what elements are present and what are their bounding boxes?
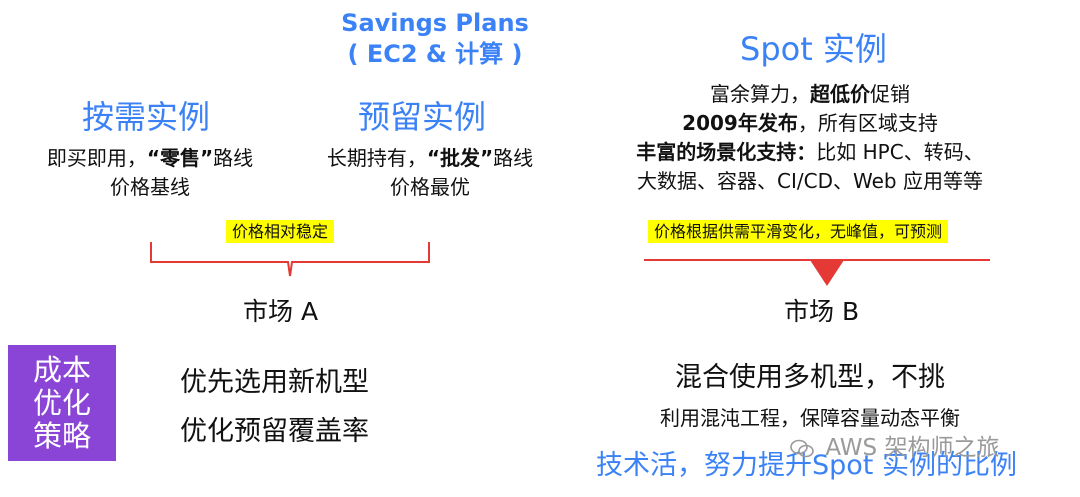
on-demand-line1-suffix: 路线 [213,146,254,170]
reserved-desc: 长期持有，“批发”路线 价格最优 [300,144,560,202]
on-demand-line2: 价格基线 [110,175,190,199]
reserved-line1-suffix: 路线 [493,146,534,170]
savings-plans-title: Savings Plans ( EC2 & 计算 ) [330,8,540,70]
strategy-a-2: 优化预留覆盖率 [180,416,369,447]
on-demand-title: 按需实例 [82,98,211,136]
spot-title: Spot 实例 [740,30,887,68]
on-demand-line1-prefix: 即买即用， [46,146,147,170]
spot-line3: 丰富的场景化支持：比如 HPC、转码、 [595,138,1025,167]
strategy-b-main: 混合使用多机型，不挑 [675,362,945,393]
savings-plans-subtitle: ( EC2 & 计算 ) [347,40,523,68]
spot-line3-suffix: 比如 HPC、转码、 [816,140,984,164]
bracket-path [150,242,430,277]
reserved-title: 预留实例 [358,98,487,136]
spot-line1-prefix: 富余算力， [710,82,810,106]
spot-line2-bold: 2009年发布 [682,111,798,135]
cost-optimization-box: 成本优化策略 [8,345,116,461]
cost-optimization-label: 成本优化策略 [32,352,91,453]
spot-line1: 富余算力，超低价促销 [595,80,1025,109]
strategy-b-sub: 利用混沌工程，保障容量动态平衡 [660,406,960,430]
price-stable-text: 价格相对稳定 [226,220,335,243]
reserved-line1-prefix: 长期持有， [326,146,427,170]
spot-price-text: 价格根据供需平滑变化，无峰值，可预测 [648,220,949,243]
wechat-icon [790,439,814,457]
market-b-label: 市场 B [784,297,860,326]
spot-line3-bold: 丰富的场景化支持： [636,140,817,164]
on-demand-line1-bold: “零售” [146,146,214,170]
strategy-b-blue: 技术活，努力提升Spot 实例的比例 [596,450,1017,481]
savings-plans-name: Savings Plans [341,9,529,37]
reserved-line1-bold: “批发” [426,146,494,170]
reserved-line1: 长期持有，“批发”路线 [300,144,560,173]
market-a-label: 市场 A [243,297,319,326]
spot-line4: 大数据、容器、CI/CD、Web 应用等等 [637,169,983,193]
spot-line1-bold: 超低价 [810,82,870,106]
reserved-line2: 价格最优 [390,175,470,199]
spot-line2: 2009年发布，所有区域支持 [595,109,1025,138]
price-stable-label: 价格相对稳定 [226,218,335,243]
market-b-pointer [810,260,844,286]
spot-line2-suffix: ，所有区域支持 [797,111,938,135]
watermark-text: AWS 架构师之旅 [825,435,1000,461]
on-demand-desc: 即买即用，“零售”路线 价格基线 [20,144,280,202]
market-b-line [644,259,990,286]
market-a-bracket [150,242,430,277]
spot-line1-suffix: 促销 [870,82,910,106]
strategy-a-1: 优先选用新机型 [180,367,369,398]
spot-desc: 富余算力，超低价促销 2009年发布，所有区域支持 丰富的场景化支持：比如 HP… [595,80,1025,196]
on-demand-line1: 即买即用，“零售”路线 [20,144,280,173]
spot-price-label: 价格根据供需平滑变化，无峰值，可预测 [648,218,949,243]
watermark: AWS 架构师之旅 [790,428,999,462]
